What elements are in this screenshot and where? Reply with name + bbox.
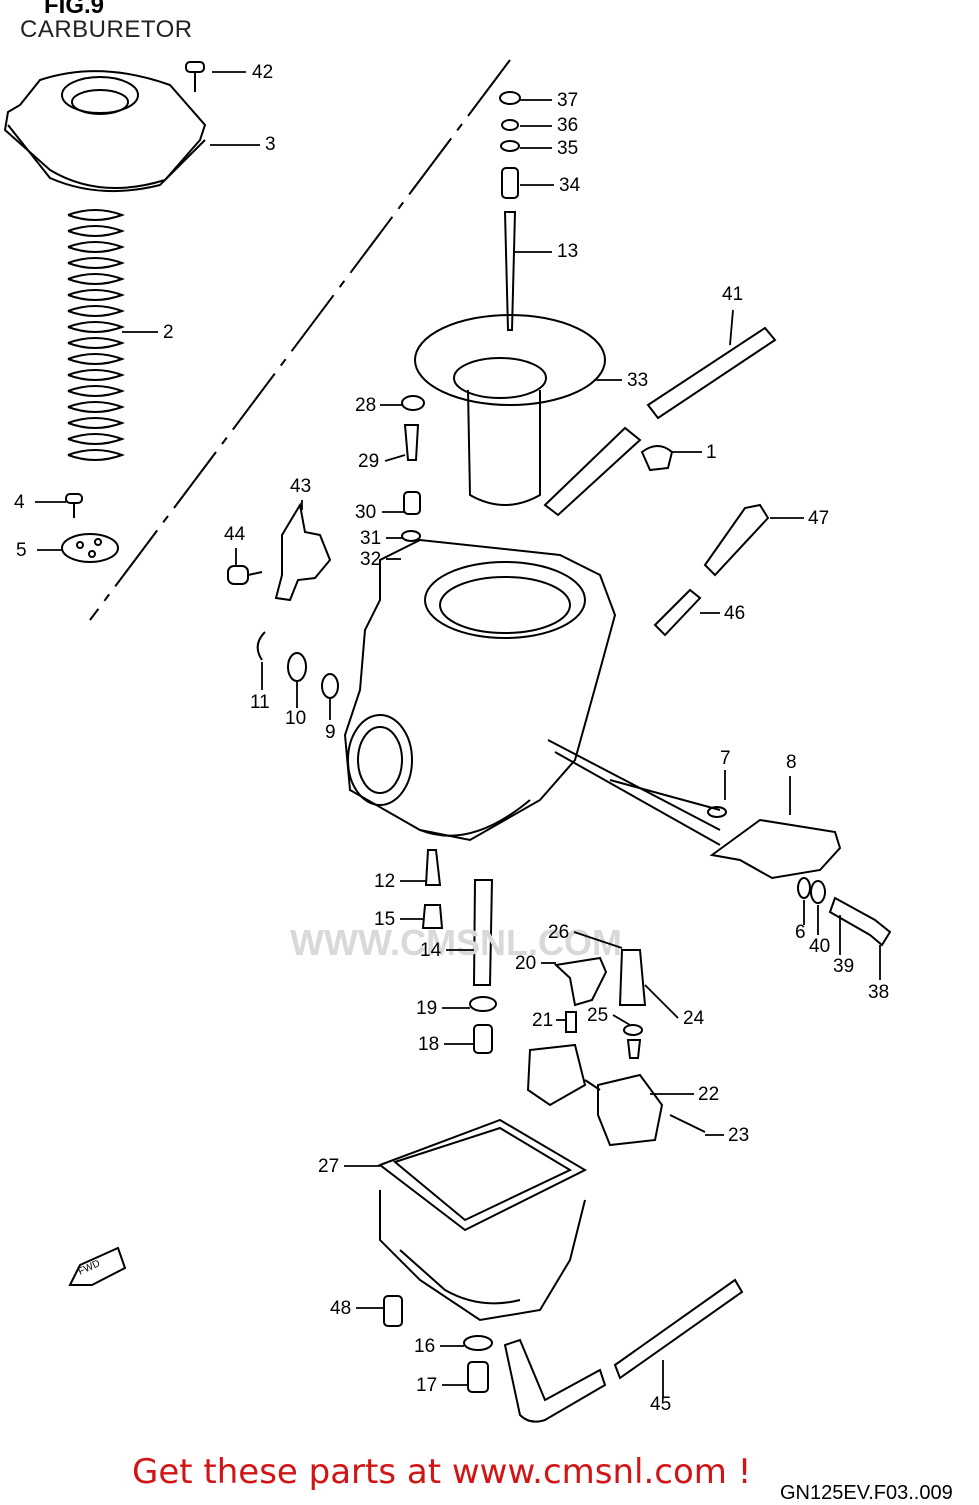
callout-number-39: 39 [833, 956, 854, 977]
callout-number-22: 22 [698, 1084, 719, 1105]
callout-number-44: 44 [224, 524, 246, 545]
watermark-text: WWW.CMSNL.COM [290, 922, 622, 963]
float-bowl-drawing [377, 1118, 588, 1322]
callout-number-37: 37 [557, 90, 578, 111]
callout-number-10: 10 [285, 708, 306, 729]
callout-number-7: 7 [720, 748, 731, 769]
callout-number-34: 34 [559, 175, 581, 196]
callout-number-24: 24 [683, 1008, 705, 1029]
callout-number-40: 40 [809, 936, 830, 957]
callout-number-12: 12 [374, 871, 395, 892]
callout-number-42: 42 [252, 62, 273, 83]
callout-number-26: 26 [548, 922, 569, 943]
footer-link[interactable]: Get these parts at www.cmsnl.com ! [132, 1452, 752, 1492]
callout-leader-24 [644, 984, 679, 1019]
callout-number-25: 25 [587, 1005, 608, 1026]
callout-number-46: 46 [724, 603, 745, 624]
needle-drawing [503, 211, 517, 331]
callout-number-47: 47 [808, 508, 829, 529]
callout-number-4: 4 [14, 492, 25, 513]
callout-number-43: 43 [290, 476, 311, 497]
callout-number-3: 3 [265, 134, 276, 155]
callout-number-14: 14 [420, 940, 442, 961]
callout-number-1: 1 [706, 442, 717, 463]
callout-number-48: 48 [330, 1298, 351, 1319]
callout-number-15: 15 [374, 909, 395, 930]
callout-number-11: 11 [250, 692, 270, 713]
callout-number-29: 29 [358, 451, 379, 472]
callout-number-32: 32 [360, 549, 381, 570]
callout-number-23: 23 [728, 1125, 749, 1146]
callout-number-38: 38 [868, 982, 889, 1003]
diaphragm-drawing [414, 314, 606, 506]
spring-drawing [67, 209, 125, 461]
callout-number-28: 28 [355, 395, 376, 416]
assembly-divider-line [89, 59, 511, 621]
float-drawing [526, 1043, 706, 1147]
callout-number-5: 5 [16, 540, 27, 561]
callout-leader-25 [612, 1014, 631, 1026]
top-cap-drawing [3, 70, 207, 193]
callout-number-41: 41 [722, 284, 743, 305]
callout-number-2: 2 [163, 322, 174, 343]
drawing-code: GN125EV.F03..009 [780, 1482, 953, 1504]
callout-number-30: 30 [355, 502, 376, 523]
page-subtitle: CARBURETOR [20, 16, 193, 43]
callout-number-20: 20 [515, 953, 536, 974]
callout-number-18: 18 [418, 1034, 439, 1055]
callout-number-27: 27 [318, 1156, 339, 1177]
fwd-arrow-icon [68, 1246, 127, 1286]
callout-number-6: 6 [795, 922, 806, 943]
callout-number-13: 13 [557, 241, 578, 262]
callout-leader-29 [384, 454, 406, 462]
callout-leader-41 [729, 309, 734, 346]
callout-number-19: 19 [416, 998, 437, 1019]
callout-number-9: 9 [325, 722, 336, 743]
callout-number-8: 8 [786, 752, 797, 773]
callout-number-17: 17 [416, 1375, 437, 1396]
callout-number-33: 33 [627, 370, 648, 391]
callout-number-21: 21 [532, 1010, 553, 1031]
callout-number-16: 16 [414, 1336, 435, 1357]
page-title: FIG.9 [44, 0, 105, 19]
callout-number-36: 36 [557, 115, 578, 136]
callout-leader-26 [573, 931, 623, 949]
carburetor-body-drawing [343, 538, 721, 846]
plate-drawing [61, 533, 119, 563]
callout-number-31: 31 [360, 528, 381, 549]
callout-number-45: 45 [650, 1394, 671, 1415]
callout-number-35: 35 [557, 138, 578, 159]
